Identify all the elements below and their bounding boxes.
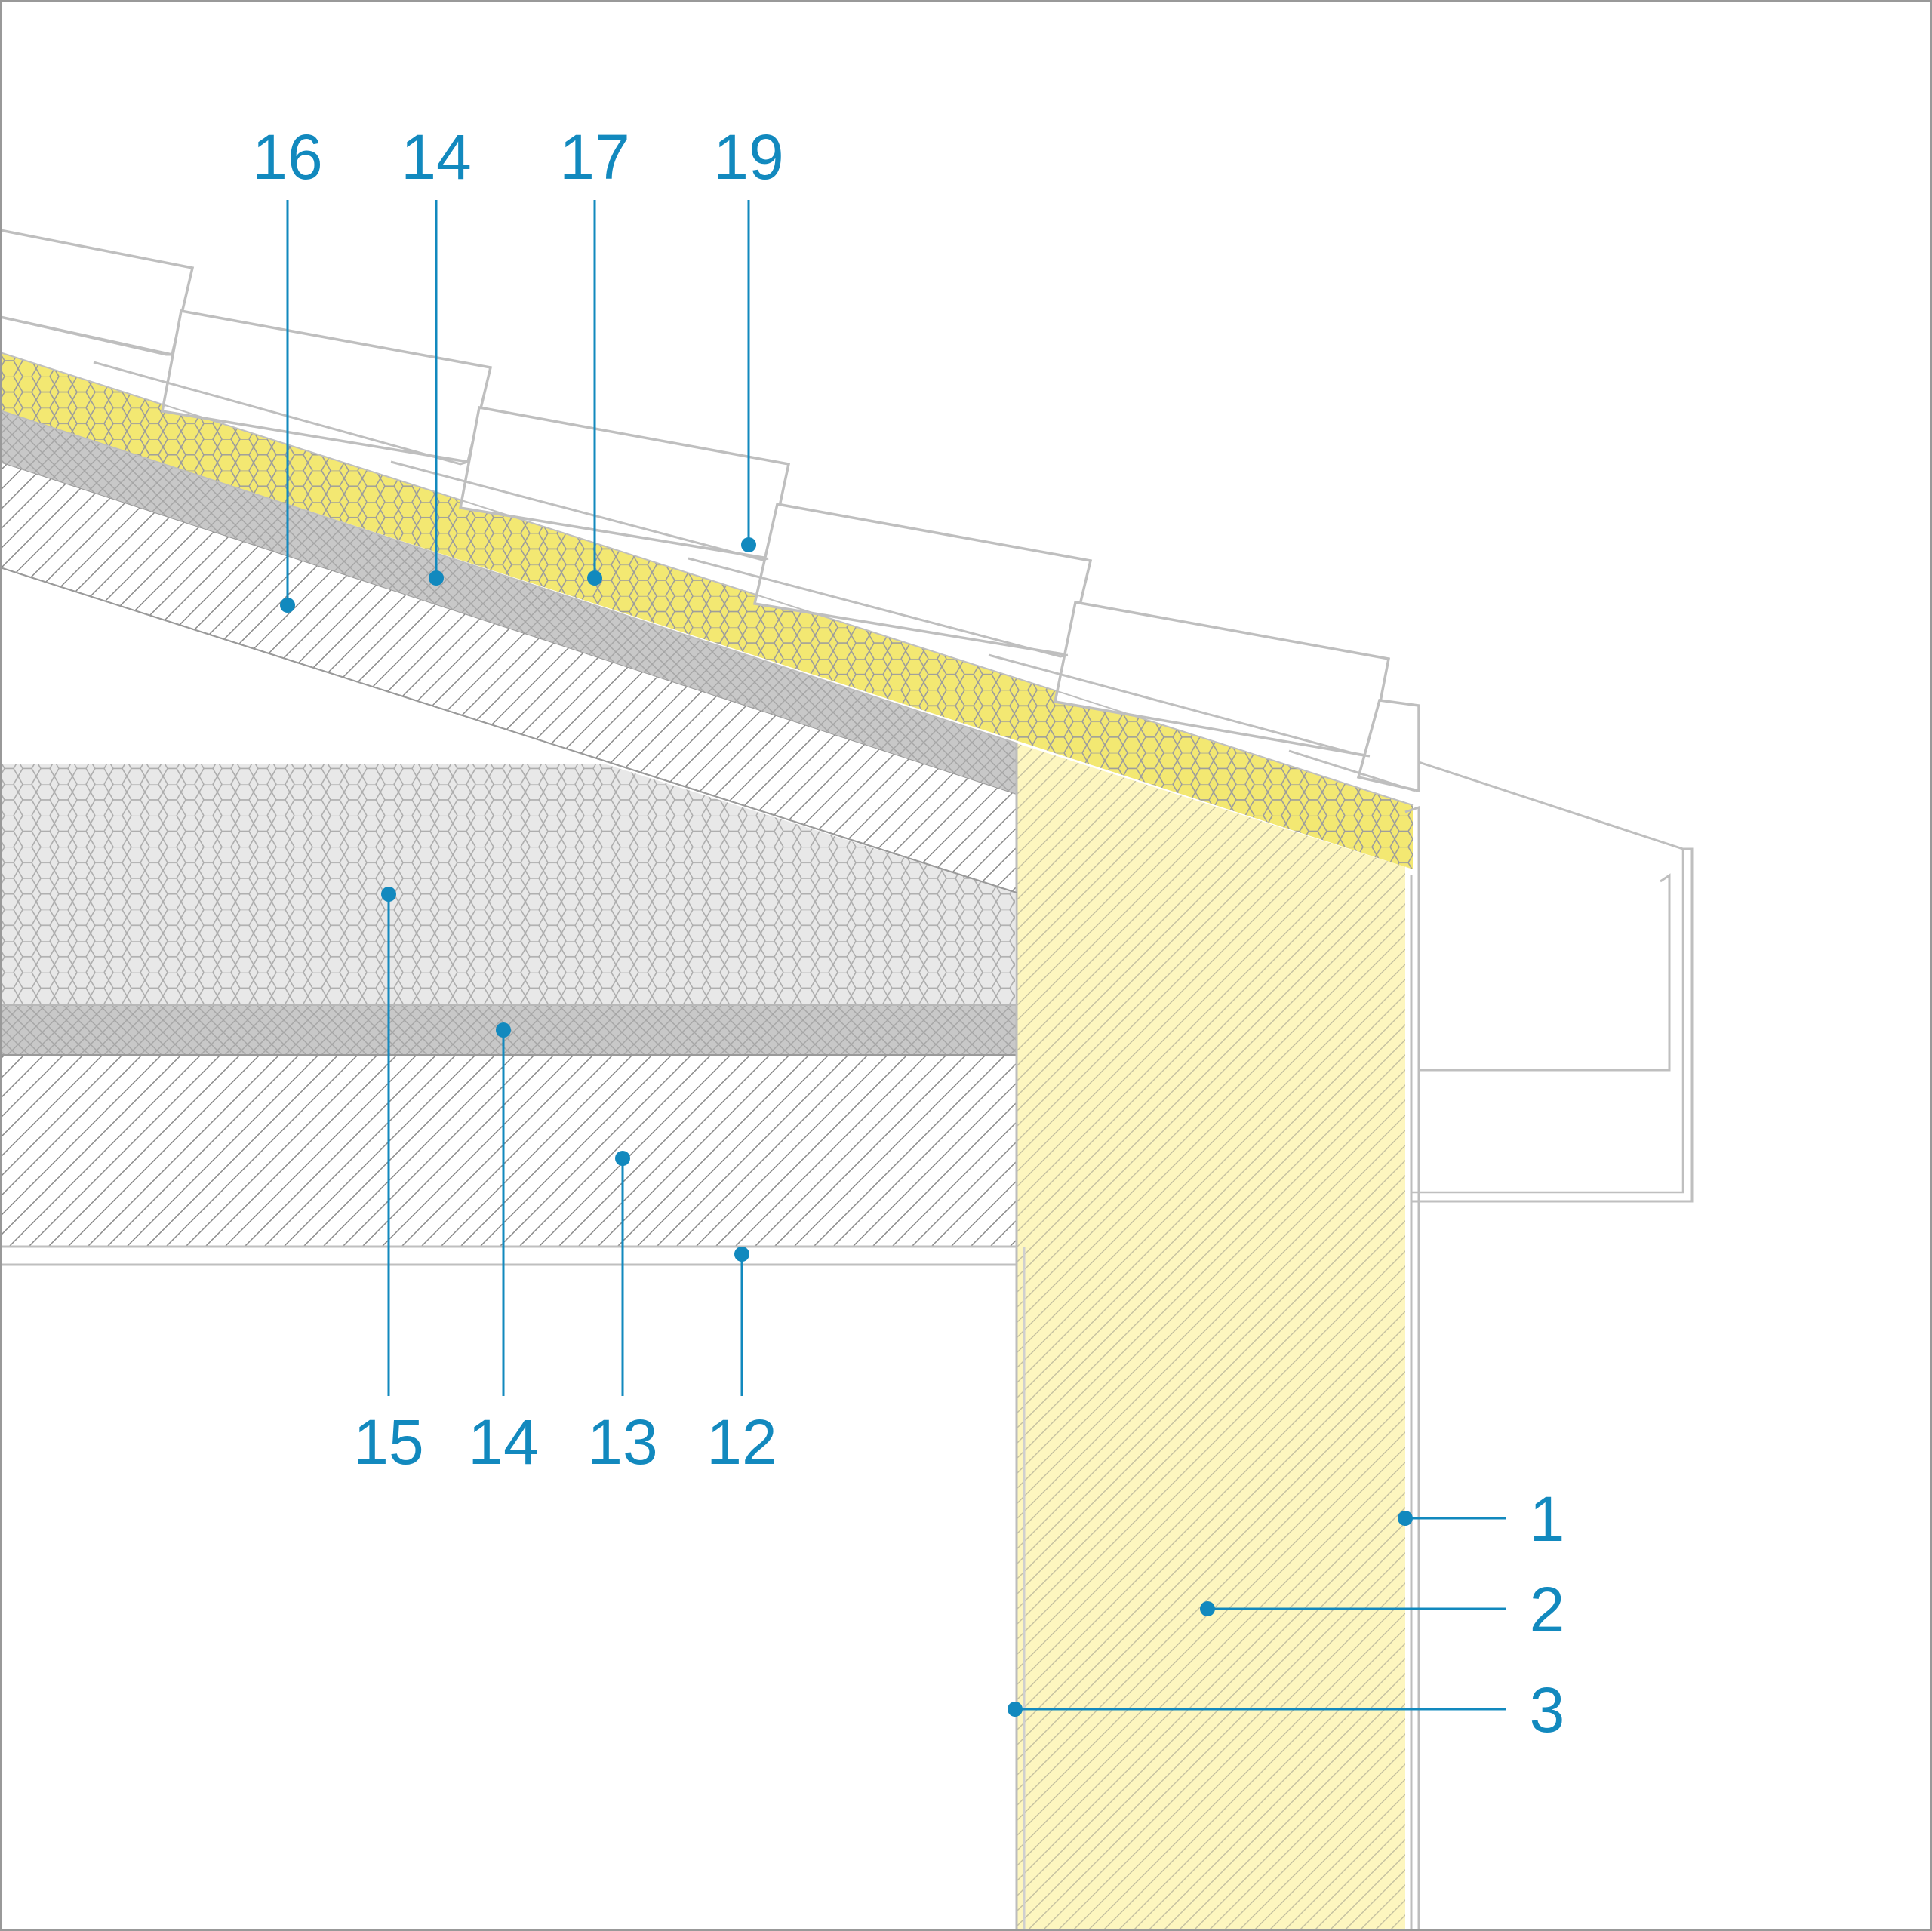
callout-label-13: 13 bbox=[587, 1407, 657, 1477]
tile-hooks bbox=[0, 315, 1416, 792]
roof-insulation-17 bbox=[0, 352, 1413, 869]
callout-label-16: 16 bbox=[252, 121, 322, 192]
callout-label-15: 15 bbox=[353, 1407, 423, 1477]
ceiling-insulation-grey bbox=[0, 764, 1015, 1005]
callout-dots bbox=[280, 537, 1413, 1717]
roof-edge-top bbox=[0, 352, 1414, 806]
fascia-board bbox=[1419, 873, 1671, 1072]
wall-outer-render-1 bbox=[1404, 805, 1420, 1931]
ceiling-board-13 bbox=[0, 1054, 1036, 1247]
roof-edge-mid bbox=[0, 410, 1017, 744]
callout-label-17: 17 bbox=[559, 121, 629, 192]
callout-label-19: 19 bbox=[713, 121, 783, 192]
gutter-inner bbox=[1411, 849, 1684, 1194]
callout-label-14-roof: 14 bbox=[401, 121, 471, 192]
callout-label-14-ceiling: 14 bbox=[468, 1407, 538, 1477]
roof-tiles-19 bbox=[0, 229, 1420, 793]
callout-label-1: 1 bbox=[1530, 1484, 1565, 1554]
callout-label-12: 12 bbox=[706, 1407, 777, 1477]
roof-layer-14 bbox=[0, 410, 1017, 794]
callout-label-2: 2 bbox=[1530, 1574, 1565, 1645]
leader-lines bbox=[286, 200, 1506, 1711]
roof-edge-bottom bbox=[0, 567, 1017, 893]
gutter-outline bbox=[1411, 761, 1694, 1203]
ceiling-plaster-12 bbox=[0, 1245, 1018, 1266]
callout-label-3: 3 bbox=[1530, 1674, 1565, 1745]
wall-masonry-2 bbox=[1017, 743, 1413, 1931]
